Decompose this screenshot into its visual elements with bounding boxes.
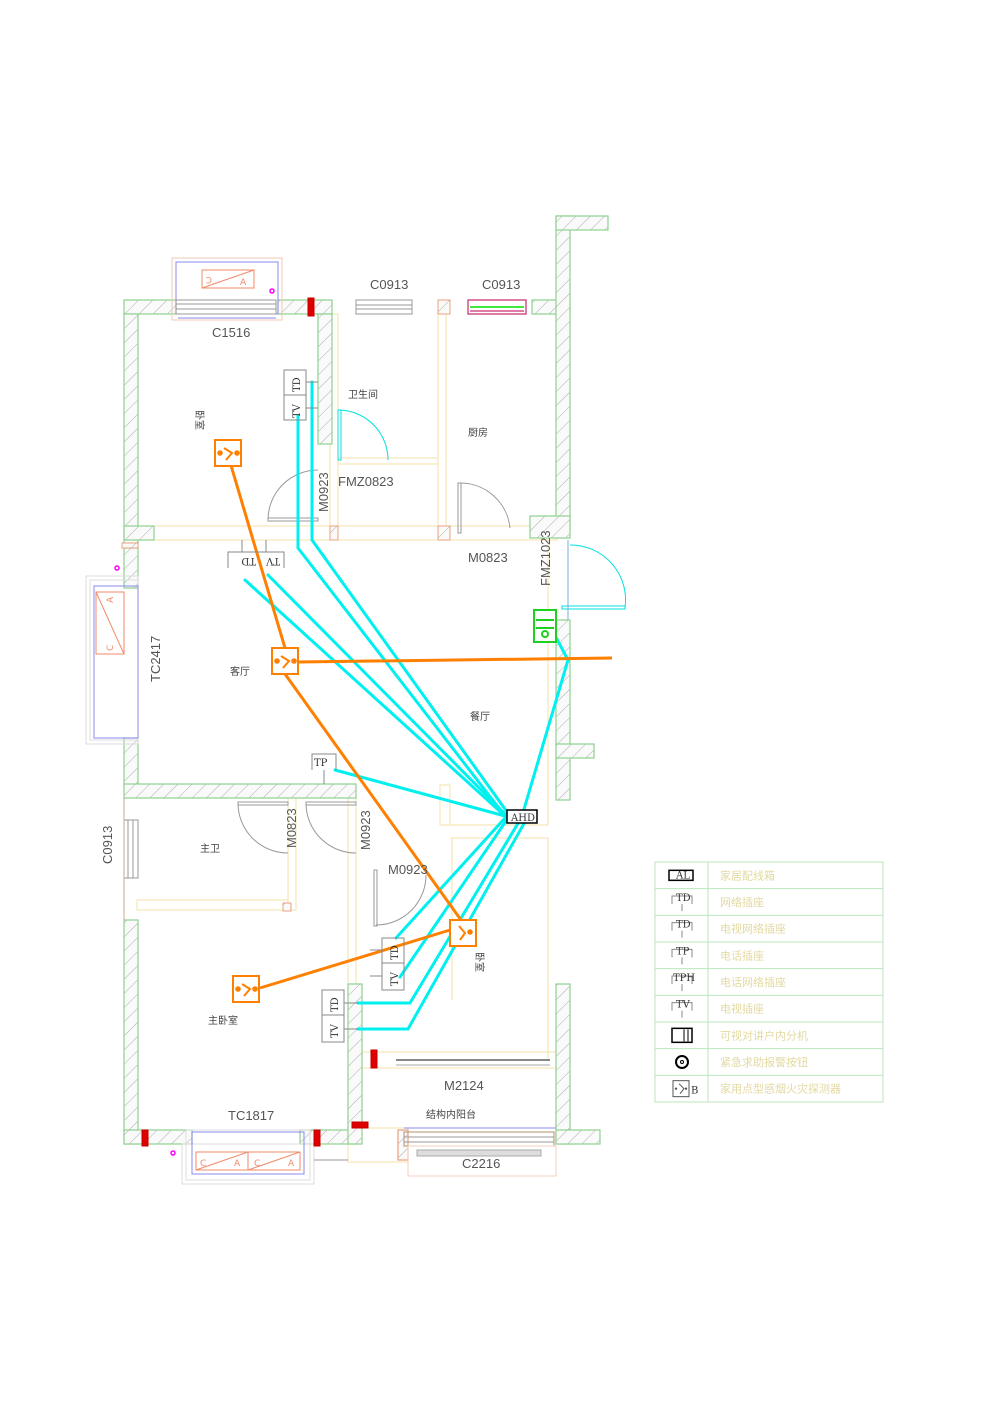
label-fmz1023: FMZ1023 — [538, 530, 553, 586]
columns — [121, 299, 451, 912]
window-mark-a: A — [106, 596, 116, 603]
legend-label: 家居配线箱 — [720, 868, 775, 882]
ahd-label: AHD — [510, 813, 535, 824]
emergency-button-icon — [675, 1055, 689, 1069]
legend-label: 紧急求助报警按钮 — [720, 1055, 808, 1069]
windows — [85, 257, 557, 1185]
window-mark-a: A — [240, 278, 247, 288]
label-tc2417: TC2417 — [148, 636, 163, 682]
legend-label: 电话网络插座 — [720, 975, 786, 989]
ahd-distribution-box: AHD — [506, 809, 538, 824]
legend-label: 可视对讲户内分机 — [720, 1028, 808, 1042]
label-m0923-mid: M0923 — [358, 810, 373, 850]
smoke-detector-icon — [672, 1080, 690, 1098]
smoke-detector — [271, 647, 299, 675]
phone-network-socket-icon — [671, 975, 693, 991]
label-tc1817: TC1817 — [228, 1108, 274, 1123]
room-dining: 餐厅 — [470, 710, 490, 723]
window-mark-c: C — [254, 1159, 260, 1169]
legend-row: TD 电视网络插座 — [655, 914, 883, 938]
room-kitchen: 厨房 — [468, 426, 488, 439]
label-m0923-south: M0923 — [388, 862, 428, 877]
room-bathroom: 卫生间 — [348, 388, 378, 401]
room-master-bath: 主卫 — [200, 843, 220, 855]
room-labels: 卧室 卫生间 厨房 客厅 餐厅 主卫 卧室 主卧室 结构内阳台 — [193, 388, 490, 1121]
legend-symbol: TD — [676, 893, 691, 904]
label-c0913-top: C0913 — [370, 277, 408, 292]
label-fmz0823: FMZ0823 — [338, 474, 394, 489]
room-master-bedroom: 主卧室 — [208, 1014, 238, 1027]
legend-symbol: B — [691, 1086, 698, 1097]
td-label: TD — [292, 377, 303, 392]
tv-label: TV — [265, 555, 280, 566]
legend-label: 网络插座 — [720, 895, 764, 909]
window-mark-c: C — [106, 645, 116, 651]
tv-td-socket-master-bedroom: TD TV — [321, 989, 358, 1043]
legend-row: B 家用点型感烟火灾探测器 — [655, 1074, 883, 1098]
window-mark-c: C — [206, 274, 212, 284]
legend-table: AL 家居配线箱 TD 网络插座 TD 电视网络插座 TP 电话插座 TPH 电话网络插座 TV 电视… — [654, 861, 884, 1103]
marker-dots — [114, 288, 275, 1156]
legend-row: TPH 电话网络插座 — [655, 968, 883, 991]
legend-symbol: TPH — [673, 973, 695, 984]
legend-row: TD 网络插座 — [655, 888, 883, 911]
label-c0913-west: C0913 — [100, 826, 115, 864]
td-label: TD — [241, 555, 256, 566]
window-mark-c: C — [200, 1159, 206, 1169]
smoke-detector — [232, 975, 260, 1003]
legend-label: 家用点型感烟火灾探测器 — [720, 1082, 841, 1096]
label-m0823-bath: M0823 — [284, 808, 299, 848]
phone-socket-icon — [671, 948, 693, 965]
label-m2124: M2124 — [444, 1078, 484, 1093]
legend-row: TV 电视插座 — [655, 994, 883, 1018]
video-intercom — [533, 609, 557, 643]
data-cables — [243, 380, 570, 1031]
tv-label: TV — [330, 1023, 341, 1038]
legend-symbol: AL — [675, 870, 690, 881]
tv-socket-icon — [671, 1002, 693, 1018]
tv-td-socket-south-bedroom: TD TV — [370, 937, 405, 991]
td-label: TD — [390, 945, 401, 960]
label-c2216: C2216 — [462, 1156, 500, 1171]
door-markers — [141, 297, 378, 1147]
window-marks: C A A C C A C A — [106, 274, 295, 1169]
td-label: TD — [330, 997, 341, 1012]
smoke-detector — [449, 919, 477, 947]
label-m0923-north: M0923 — [316, 472, 331, 512]
legend-label: 电话插座 — [720, 948, 764, 962]
legend-symbol: TD — [676, 920, 691, 931]
network-socket-icon — [671, 895, 693, 911]
tv-label: TV — [390, 971, 401, 986]
room-bedroom-south: 卧室 — [473, 952, 486, 972]
legend-row: TP 电话插座 — [655, 941, 883, 965]
room-bedroom-north: 卧室 — [193, 410, 206, 430]
doors — [237, 409, 627, 927]
tv-td-socket-north-bedroom: TD TV — [283, 369, 318, 421]
legend-label: 电视插座 — [720, 1002, 764, 1016]
label-c1516: C1516 — [212, 325, 250, 340]
room-balcony: 结构内阳台 — [426, 1108, 476, 1121]
opening-labels: C1516 C0913 C0913 M0923 FMZ0823 M0823 FM… — [100, 277, 553, 1171]
tp-label: TP — [314, 758, 328, 769]
tp-socket: TP — [311, 753, 337, 784]
legend-symbol: TP — [676, 946, 690, 957]
legend-row: 可视对讲户内分机 — [655, 1021, 883, 1044]
legend-label: 电视网络插座 — [720, 922, 786, 936]
legend-row: AL 家居配线箱 — [668, 868, 775, 882]
smoke-detector-cables — [228, 461, 613, 990]
window-mark-a: A — [234, 1159, 241, 1169]
tv-td-socket-living: TD TV — [227, 540, 285, 568]
room-living: 客厅 — [230, 665, 250, 678]
interior-partitions — [136, 313, 558, 1163]
distribution-box-icon — [668, 869, 694, 882]
tv-label: TV — [292, 403, 303, 418]
legend-row: 紧急求助报警按钮 — [655, 1048, 883, 1069]
window-mark-a: A — [288, 1159, 295, 1169]
tv-network-socket-icon — [671, 922, 693, 938]
label-c0913-kitchen: C0913 — [482, 277, 520, 292]
video-intercom-icon — [671, 1027, 693, 1044]
label-m0823-kitchen: M0823 — [468, 550, 508, 565]
legend-symbol: TV — [676, 1000, 691, 1011]
smoke-detector — [214, 439, 242, 467]
